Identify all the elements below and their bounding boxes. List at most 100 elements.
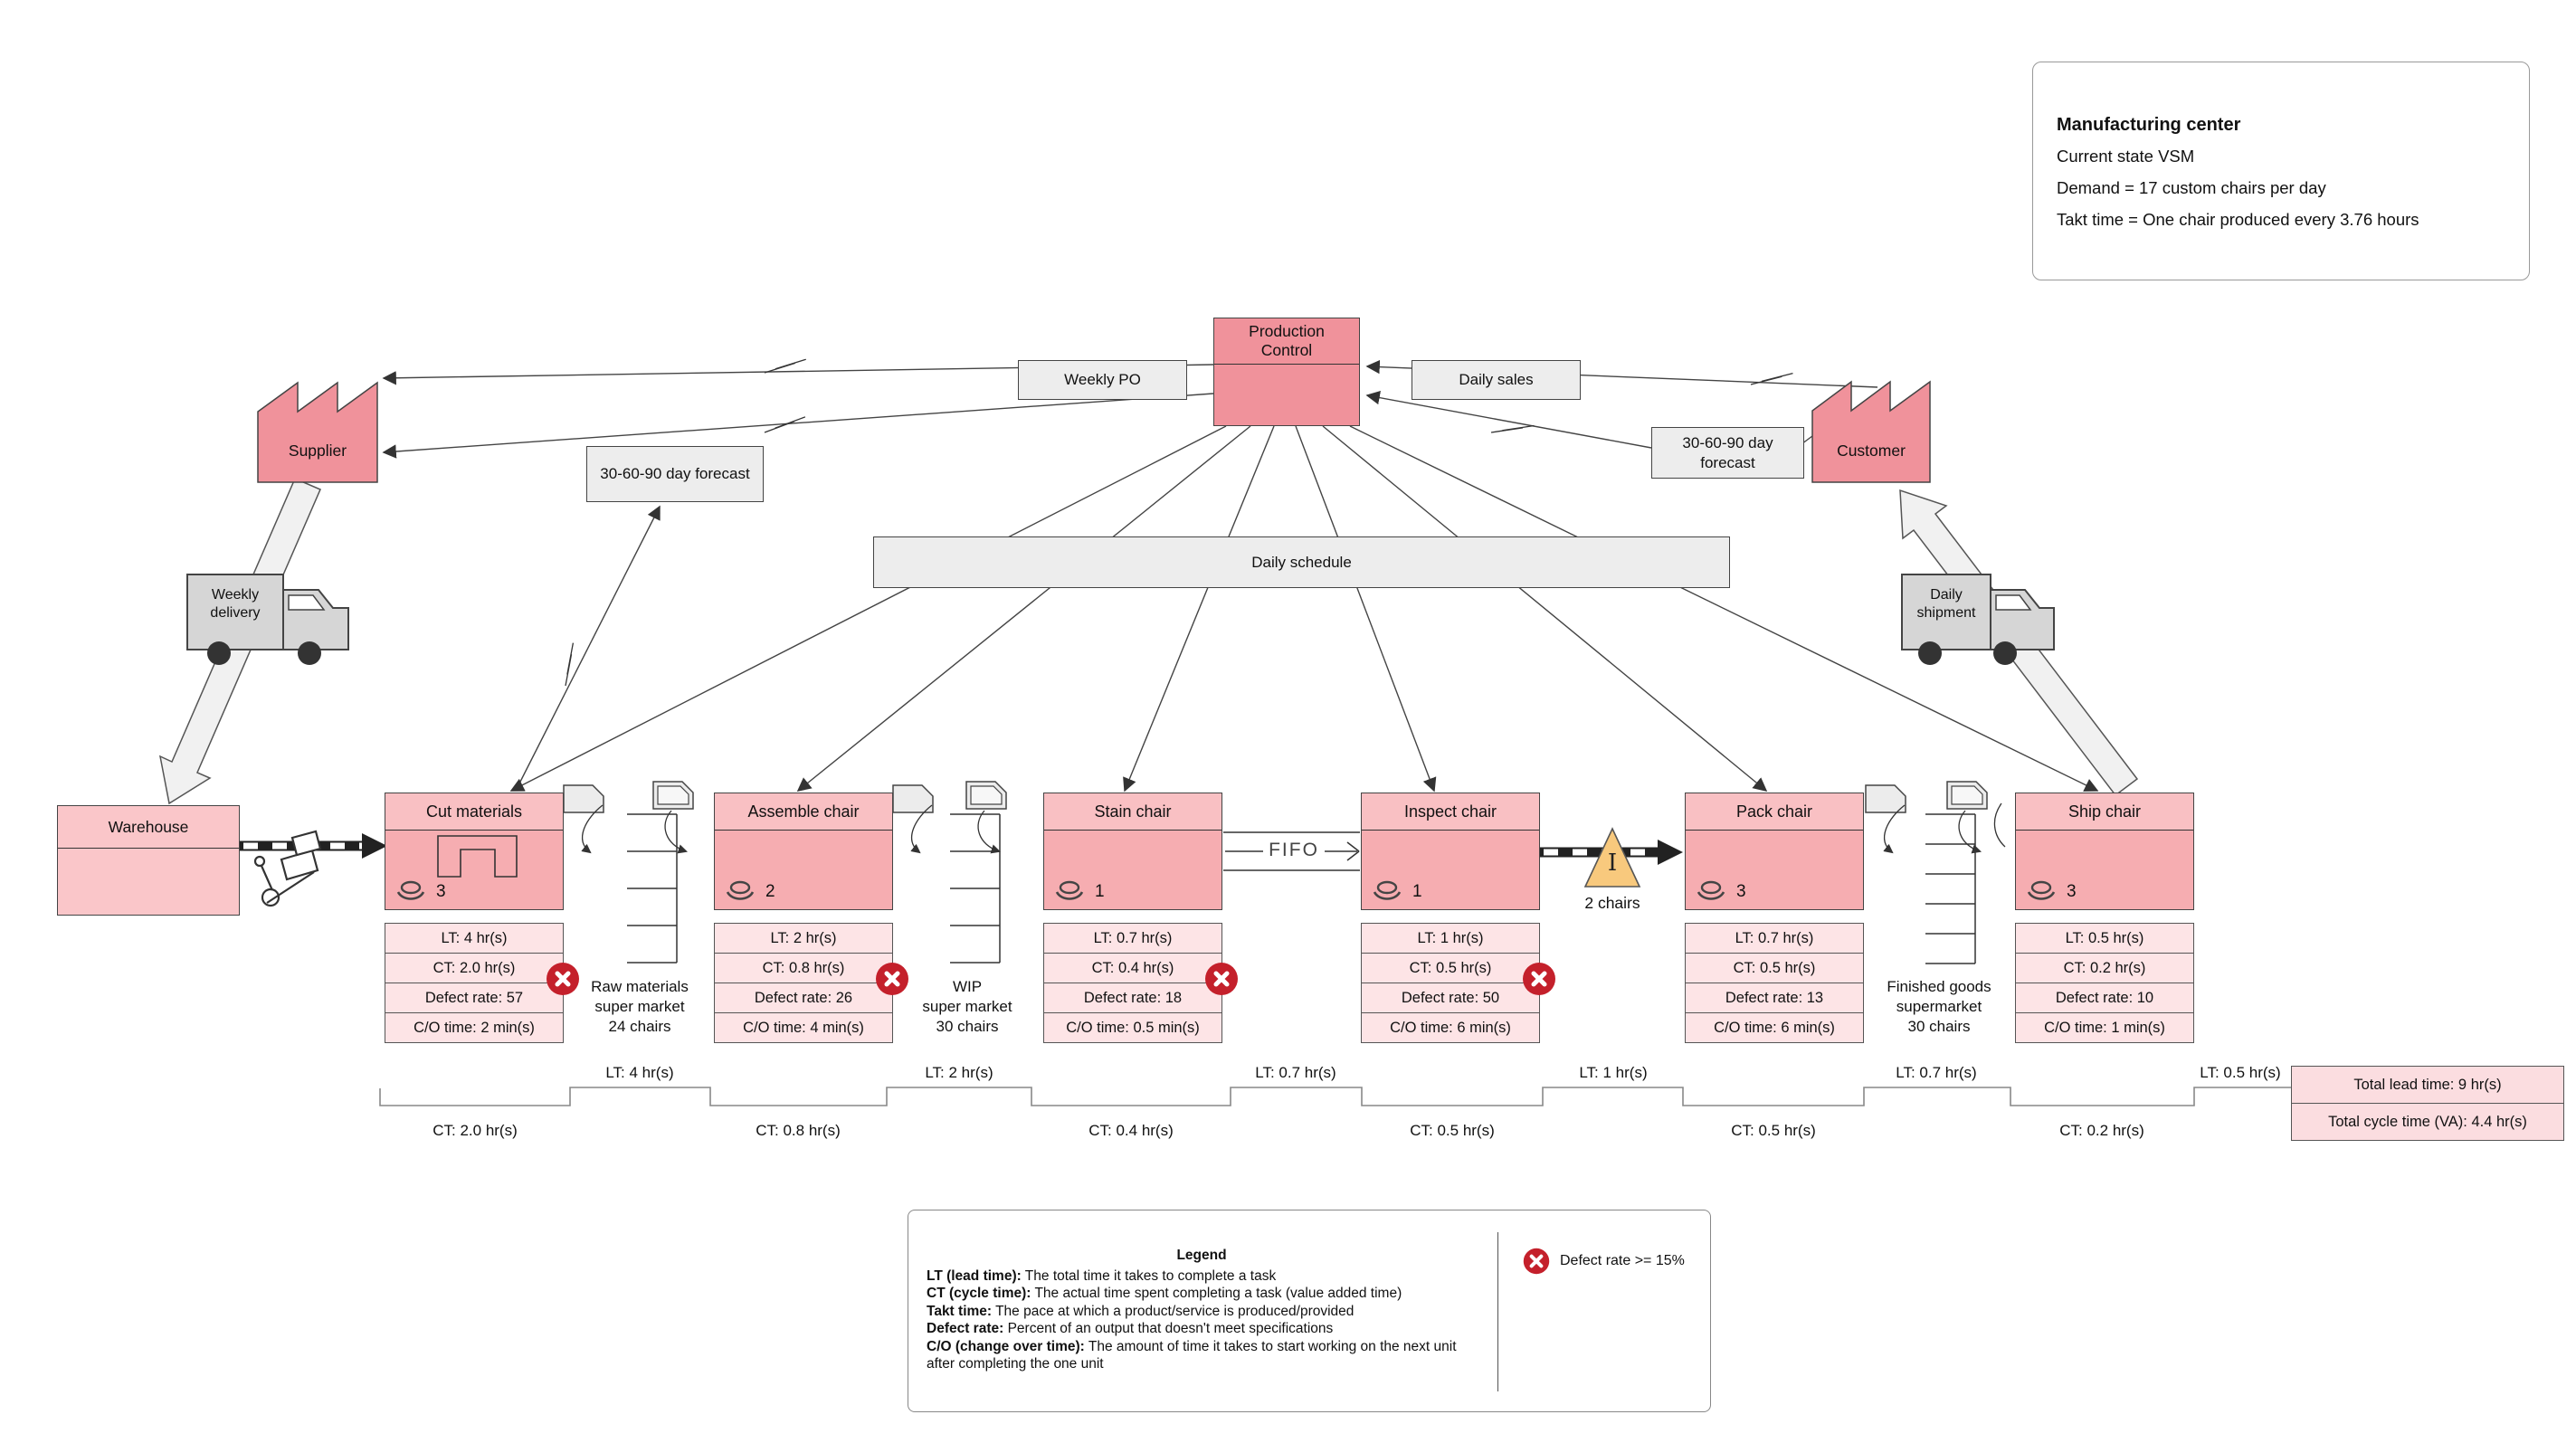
forecast-left-box[interactable]: 30-60-90 day forecast [586,446,764,502]
customer-factory-icon[interactable] [1811,380,1931,483]
lt-row: LT: 4 hr(s) [385,924,563,953]
process-data-table[interactable]: LT: 1 hr(s) CT: 0.5 hr(s) Defect rate: 5… [1361,923,1540,1043]
defect-row: Defect rate: 57 [385,983,563,1012]
withdrawal-kanban-card-icon[interactable] [1946,781,1988,810]
co-row: C/O time: 4 min(s) [715,1012,892,1042]
operator-icon [1055,880,1084,900]
defect-row: Defect rate: 10 [2016,983,2193,1012]
process-box[interactable]: Ship chair 3 [2015,793,2194,910]
defect-badges [547,963,1555,995]
finished-goods-supermarket-icon[interactable] [1925,813,1976,964]
inventory-triangle-icon[interactable]: I [1583,827,1641,888]
factory-icons[interactable] [257,380,1931,483]
process-cut-materials[interactable]: Cut materials 3 LT: 4 hr(s) CT: 2.0 hr(s… [385,793,564,1043]
kanban-zone-finished-goods[interactable] [1865,781,2006,854]
process-data-table[interactable]: LT: 0.7 hr(s) CT: 0.4 hr(s) Defect rate:… [1043,923,1222,1043]
supplier-factory-icon[interactable] [257,381,378,483]
co-row: C/O time: 6 min(s) [1686,1012,1863,1042]
process-data-table[interactable]: LT: 0.5 hr(s) CT: 0.2 hr(s) Defect rate:… [2015,923,2194,1043]
process-inspect-chair[interactable]: Inspect chair 1 LT: 1 hr(s) CT: 0.5 hr(s… [1361,793,1540,1043]
production-kanban-card-icon[interactable] [563,784,604,813]
kanban-arrow [910,804,933,854]
daily-shipment-truck-icon[interactable] [1901,574,2055,665]
timeline-lt-label: LT: 1 hr(s) [1579,1064,1648,1081]
ct-row: CT: 0.2 hr(s) [2016,953,2193,983]
operator-icon [2027,880,2056,900]
production-control-node[interactable]: Production Control [1213,318,1360,426]
kanban-zone-raw-materials[interactable] [563,781,694,854]
timeline-totals-box[interactable]: Total lead time: 9 hr(s) Total cycle tim… [2291,1066,2564,1141]
defect-row: Defect rate: 13 [1686,983,1863,1012]
daily-schedule-label: Daily schedule [1251,553,1352,571]
kanban-arrow [581,804,604,854]
schedule-fan-lines[interactable] [509,425,2099,793]
zigzag-icon [764,358,806,374]
warehouse-node[interactable]: Warehouse [57,805,240,916]
withdrawal-kanban-card-icon[interactable] [652,781,694,810]
timeline-lt-label: LT: 0.7 hr(s) [1896,1064,1977,1081]
fifo-label: FIFO [1269,840,1319,860]
cut-to-forecast-line[interactable] [517,505,661,788]
timeline-lt-label: LT: 4 hr(s) [605,1064,674,1081]
process-stain-chair[interactable]: Stain chair 1 LT: 0.7 hr(s) CT: 0.4 hr(s… [1043,793,1222,1043]
info-panel[interactable]: Manufacturing center Current state VSM D… [2032,62,2530,280]
kanban-arrow [1958,810,1982,854]
forecast-right-box[interactable]: 30-60-90 day forecast [1651,427,1804,479]
process-box[interactable]: Pack chair 3 [1685,793,1864,910]
process-assemble-chair[interactable]: Assemble chair 2 LT: 2 hr(s) CT: 0.8 hr(… [714,793,893,1043]
process-box[interactable]: Cut materials 3 [385,793,564,910]
legend-item: LT (lead time): The total time it takes … [927,1267,1277,1284]
daily-sales-label: Daily sales [1459,371,1534,389]
operator-icon [726,880,755,900]
customer-forecast-flow-line[interactable] [1365,390,1652,449]
process-ship-chair[interactable]: Ship chair 3 LT: 0.5 hr(s) CT: 0.2 hr(s)… [2015,793,2194,1043]
hand-truck-icon [253,830,322,907]
defect-row: Defect rate: 18 [1044,983,1221,1012]
wip-supermarket-label: WIP super market 30 chairs [922,978,1012,1035]
supermarket-icons[interactable] [627,813,1976,964]
defect-badge-icon [876,963,908,995]
production-kanban-card-icon[interactable] [892,784,934,813]
production-kanban-card-icon[interactable] [1865,784,1906,813]
daily-shipment-label: Daily shipment [1916,587,1976,621]
zigzag-icon [764,416,806,433]
co-row: C/O time: 1 min(s) [2016,1012,2193,1042]
supplier-forecast-flow-line[interactable] [382,393,1214,459]
lt-row: LT: 0.7 hr(s) [1686,924,1863,953]
total-lead-time: Total lead time: 9 hr(s) [2292,1067,2563,1103]
process-box[interactable]: Assemble chair 2 [714,793,893,910]
timeline-ct-label: CT: 0.5 hr(s) [1410,1122,1495,1139]
process-pack-chair[interactable]: Pack chair 3 LT: 0.7 hr(s) CT: 0.5 hr(s)… [1685,793,1864,1043]
ct-row: CT: 0.5 hr(s) [1686,953,1863,983]
process-title: Stain chair [1044,793,1221,831]
finished-goods-supermarket-label: Finished goods supermarket 30 chairs [1887,978,1991,1035]
information-flow-lines[interactable] [382,359,1878,788]
timeline-lt-label: LT: 2 hr(s) [925,1064,993,1081]
supplier-label: Supplier [288,441,347,460]
ct-row: CT: 2.0 hr(s) [385,953,563,983]
fifo-lane[interactable] [1223,831,1360,871]
timeline-ct-label: CT: 0.5 hr(s) [1731,1122,1816,1139]
process-data-table[interactable]: LT: 4 hr(s) CT: 2.0 hr(s) Defect rate: 5… [385,923,564,1043]
kanban-arrow [1993,802,2006,848]
defect-row: Defect rate: 26 [715,983,892,1012]
process-title: Ship chair [2016,793,2193,831]
kanban-zone-wip[interactable] [892,781,1007,854]
daily-sales-box[interactable]: Daily sales [1412,360,1581,400]
legend-box[interactable]: Legend LT (lead time): The total time it… [908,1210,1711,1412]
warehouse-label: Warehouse [58,806,239,849]
process-box[interactable]: Stain chair 1 [1043,793,1222,910]
customer-label: Customer [1837,441,1906,460]
operator-icon [1697,880,1725,900]
legend-item: Takt time: The pace at which a product/s… [927,1303,1355,1319]
co-row: C/O time: 2 min(s) [385,1012,563,1042]
weekly-po-box[interactable]: Weekly PO [1018,360,1187,400]
process-data-table[interactable]: LT: 2 hr(s) CT: 0.8 hr(s) Defect rate: 2… [714,923,893,1043]
daily-schedule-box[interactable]: Daily schedule [873,536,1730,588]
weekly-po-label: Weekly PO [1064,371,1141,389]
process-box[interactable]: Inspect chair 1 [1361,793,1540,910]
weekly-delivery-truck-icon[interactable] [186,574,349,665]
withdrawal-kanban-card-icon[interactable] [965,781,1007,810]
process-data-table[interactable]: LT: 0.7 hr(s) CT: 0.5 hr(s) Defect rate:… [1685,923,1864,1043]
